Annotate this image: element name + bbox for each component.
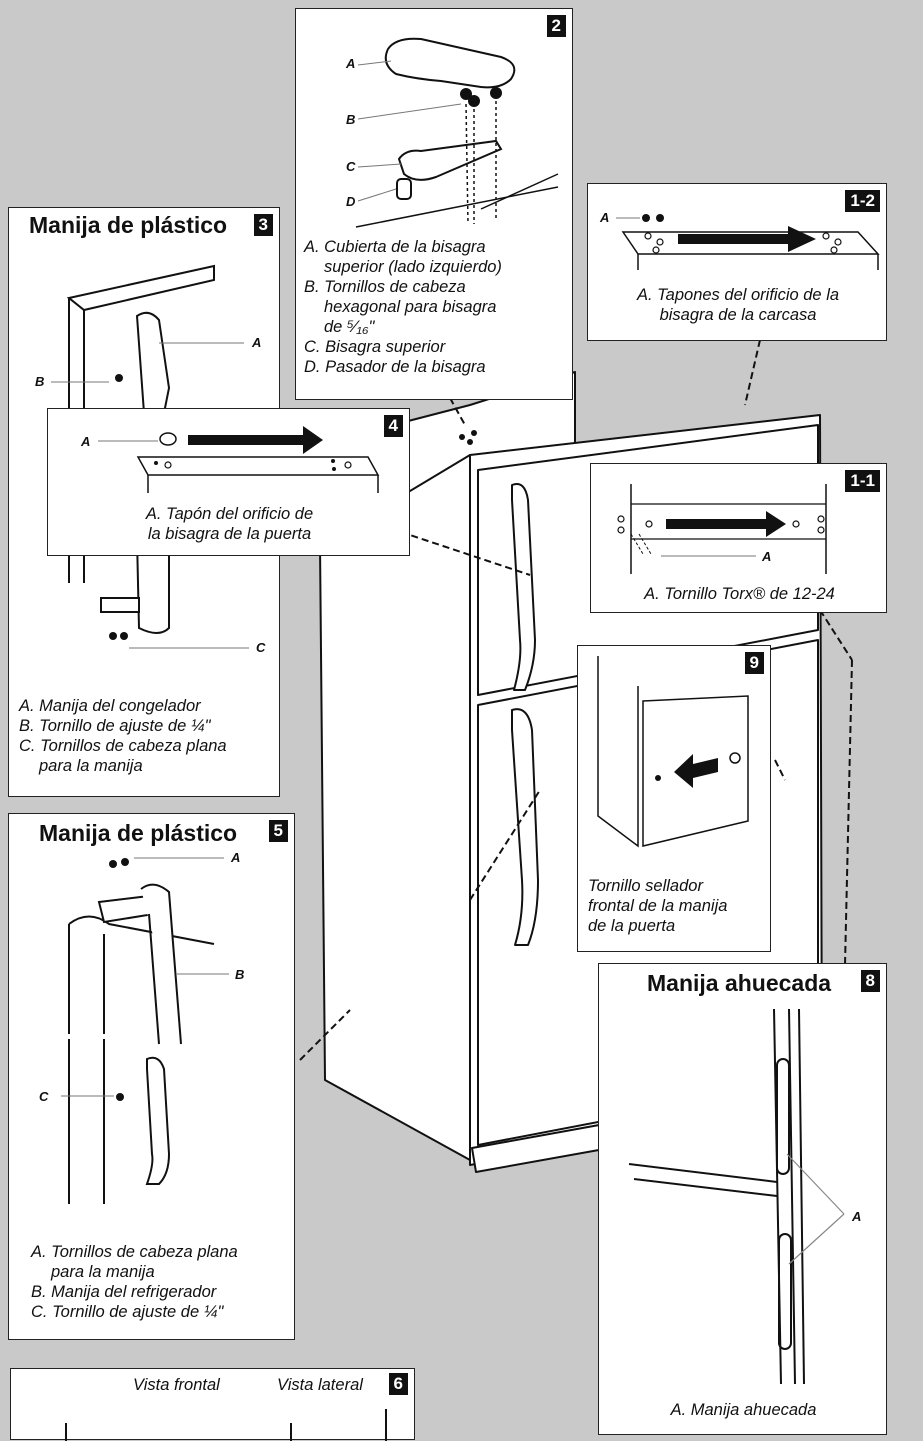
legend-line: superior (lado izquierdo) — [324, 258, 502, 276]
panel-door-hinge-plug: 4 A A. Tapón del orificio de la bisagra … — [47, 408, 410, 556]
legend: A. Tapón del orificio de la bisagra de l… — [48, 504, 411, 544]
legend: A. Tornillos de cabeza plana para la man… — [31, 1242, 238, 1322]
door-top-drawing — [98, 426, 380, 493]
legend: A. Tornillo Torx® de 12-24 — [591, 584, 888, 604]
front-view-label: Vista frontal — [133, 1376, 220, 1394]
legend-line: hexagonal para bisagra — [324, 298, 497, 316]
panel-title: Manija ahuecada — [647, 970, 832, 996]
torx-screw-drawing — [617, 484, 827, 574]
legend-line: A. Manija ahuecada — [670, 1401, 817, 1419]
panel-number-badge: 6 — [388, 1373, 408, 1395]
callout-a: A — [81, 434, 91, 449]
hinge-exploded-drawing — [355, 37, 559, 228]
legend-line: A. Manija del congelador — [19, 697, 201, 715]
panel-hinge-cover: 2 A B C D A. Cubierta de la bisagra supe… — [295, 8, 573, 400]
top-hinge-part — [397, 139, 503, 181]
panel-door-seal-screw: 9 Tornillo sellador frontal de la manija… — [577, 645, 771, 952]
callout-c: C — [39, 1089, 49, 1104]
views-drawing — [65, 1409, 387, 1441]
cabinet-top-drawing — [616, 214, 880, 270]
panel-number-badge: 5 — [268, 820, 288, 842]
panel-torx-screw: 1-1 A A. Tornillo Torx® de 12-24 — [590, 463, 887, 613]
fridge-handle — [511, 708, 539, 946]
panel-number-badge: 8 — [860, 970, 880, 992]
legend-line: para la manija — [39, 757, 143, 775]
legend-line: B. Tornillo de ajuste de ¼" — [19, 717, 211, 735]
cabinet-holes — [459, 430, 477, 445]
legend-line: C. Tornillo de ajuste de ¼" — [31, 1303, 224, 1321]
panel-views: Vista frontal Vista lateral 6 — [10, 1368, 415, 1441]
legend-line: frontal de la manija — [588, 897, 728, 915]
callout-a: A — [252, 335, 262, 350]
legend: A. Manija del congelador B. Tornillo de … — [19, 696, 227, 776]
fridge-handle-drawing — [61, 857, 229, 1204]
legend-line: Tornillo sellador — [588, 877, 703, 895]
recessed-handle-drawing — [628, 1008, 845, 1384]
callout-c: C — [256, 640, 266, 655]
callout-b: B — [235, 967, 245, 982]
legend: A. Tapones del orificio de la bisagra de… — [588, 285, 888, 325]
legend-line: de la puerta — [588, 917, 676, 935]
callout-a: A — [231, 850, 241, 865]
side-view-label: Vista lateral — [277, 1376, 363, 1394]
panel-refrigerator-plastic-handle: Manija de plástico 5 A B C A. Tornillos … — [8, 813, 295, 1340]
freezer-handle-drawing — [51, 264, 249, 649]
seal-screw-drawing — [597, 656, 749, 848]
panel-number-badge: 1-1 — [845, 470, 880, 492]
legend-line: A. Cubierta de la bisagra — [304, 238, 486, 256]
legend-line: A. Tapones del orificio de la — [636, 286, 840, 304]
callout-d: D — [346, 194, 356, 209]
callout-c: C — [346, 159, 356, 174]
panel-number-badge: 9 — [744, 652, 764, 674]
callout-a: A — [762, 549, 772, 564]
panel-number-badge: 1-2 — [845, 190, 880, 212]
legend-line: A. Tornillos de cabeza plana — [31, 1243, 238, 1261]
panel-title: Manija de plástico — [39, 820, 238, 846]
legend-line: B. Tornillos de cabeza — [304, 278, 466, 296]
legend-line: de ⁵⁄₁₆" — [324, 318, 375, 336]
hinge-cover-part — [384, 37, 516, 89]
legend-line: C. Bisagra superior — [304, 338, 446, 356]
panel-number-badge: 2 — [546, 15, 566, 37]
callout-a: A — [346, 56, 356, 71]
legend-line: la bisagra de la puerta — [147, 525, 312, 543]
freezer-handle — [511, 483, 536, 691]
legend-line: D. Pasador de la bisagra — [304, 358, 486, 376]
legend: A. Manija ahuecada — [599, 1400, 888, 1420]
panel-number-badge: 3 — [253, 214, 273, 236]
hinge-pin-part — [396, 178, 412, 200]
legend-line: A. Tapón del orificio de — [145, 505, 314, 523]
legend: A. Cubierta de la bisagra superior (lado… — [304, 237, 502, 377]
legend-line: C. Tornillos de cabeza plana — [19, 737, 227, 755]
panel-title: Manija de plástico — [29, 212, 228, 238]
panel-recessed-handle: Manija ahuecada 8 A A. Manija ahuecada — [598, 963, 887, 1435]
callout-a: A — [852, 1209, 862, 1224]
legend-line: B. Manija del refrigerador — [31, 1283, 217, 1301]
callout-a: A — [600, 210, 610, 225]
panel-cabinet-hinge-plugs: 1-2 A A. Tapones del orificio de la bisa… — [587, 183, 887, 341]
legend-line: A. Tornillo Torx® de 12-24 — [644, 585, 835, 603]
callout-b: B — [35, 374, 45, 389]
legend: Tornillo sellador frontal de la manija d… — [588, 876, 727, 936]
legend-line: para la manija — [51, 1263, 155, 1281]
callout-b: B — [346, 112, 356, 127]
legend-line: bisagra de la carcasa — [659, 306, 817, 324]
fridge-side — [319, 454, 471, 1161]
panel-number-badge: 4 — [383, 415, 403, 437]
